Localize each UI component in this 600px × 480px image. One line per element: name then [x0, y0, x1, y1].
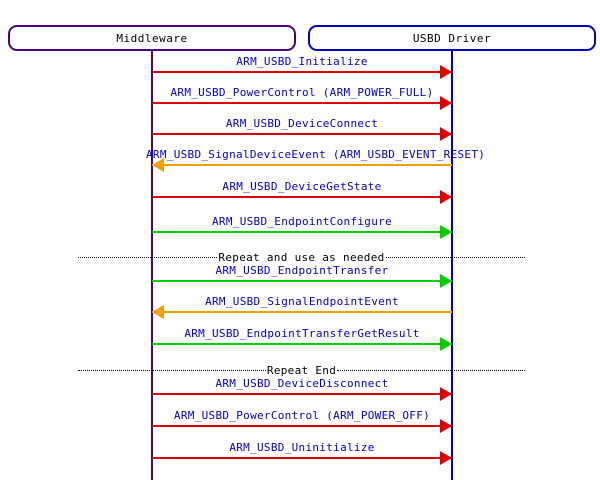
message-label: ARM_USBD_PowerControl (ARM_POWER_FULL)	[170, 86, 434, 99]
lifeline-usbd-driver	[451, 51, 453, 480]
message-label: ARM_USBD_DeviceDisconnect	[215, 377, 389, 390]
arrowhead-right-icon	[440, 451, 452, 465]
arrowhead-right-icon	[440, 225, 452, 239]
message-line	[152, 425, 452, 427]
message-label: ARM_USBD_PowerControl (ARM_POWER_OFF)	[173, 409, 431, 422]
arrowhead-right-icon	[440, 65, 452, 79]
message-label: ARM_USBD_DeviceGetState	[222, 180, 382, 193]
arrowhead-left-icon	[152, 305, 164, 319]
separator-line-left	[78, 369, 266, 371]
participant-middleware-label: Middleware	[116, 31, 188, 45]
message-line	[152, 457, 452, 459]
arrowhead-right-icon	[440, 190, 452, 204]
message-arrow[interactable]: ARM_USBD_DeviceConnect	[152, 117, 452, 141]
arrowhead-right-icon	[440, 419, 452, 433]
message-arrow[interactable]: ARM_USBD_Initialize	[152, 55, 452, 79]
separator-label: Repeat and use as needed	[217, 250, 386, 264]
message-label: ARM_USBD_EndpointTransferGetResult	[184, 327, 420, 340]
arrowhead-right-icon	[440, 387, 452, 401]
separator-repeat-end: Repeat End	[78, 363, 526, 377]
message-arrow[interactable]: ARM_USBD_PowerControl (ARM_POWER_FULL)	[152, 86, 452, 110]
message-arrow[interactable]: ARM_USBD_SignalEndpointEvent	[152, 295, 452, 319]
message-line	[152, 196, 452, 198]
message-arrow[interactable]: ARM_USBD_EndpointTransferGetResult	[152, 327, 452, 351]
message-line	[152, 343, 452, 345]
message-label: ARM_USBD_SignalDeviceEvent (ARM_USBD_EVE…	[146, 148, 486, 161]
arrowhead-right-icon	[440, 127, 452, 141]
arrowhead-right-icon	[440, 337, 452, 351]
message-label: ARM_USBD_DeviceConnect	[225, 117, 379, 130]
message-line	[152, 280, 452, 282]
separator-repeat-begin: Repeat and use as needed	[78, 250, 525, 264]
separator-line-right	[385, 256, 525, 258]
message-label: ARM_USBD_SignalEndpointEvent	[205, 295, 399, 308]
participant-usbd-driver-label: USBD Driver	[412, 31, 492, 45]
separator-line-right	[337, 369, 526, 371]
separator-line-left	[78, 256, 218, 258]
message-arrow[interactable]: ARM_USBD_EndpointTransfer	[152, 264, 452, 288]
message-arrow[interactable]: ARM_USBD_SignalDeviceEvent (ARM_USBD_EVE…	[146, 148, 485, 172]
participant-usbd-driver[interactable]: USBD Driver	[308, 25, 596, 51]
message-label: ARM_USBD_EndpointTransfer	[215, 264, 389, 277]
message-line	[152, 393, 452, 395]
lifeline-middleware	[151, 51, 153, 480]
message-line	[152, 133, 452, 135]
message-line	[152, 311, 452, 313]
separator-label: Repeat End	[265, 363, 338, 377]
message-line	[152, 231, 452, 233]
message-line	[152, 102, 452, 104]
arrowhead-right-icon	[440, 96, 452, 110]
message-label: ARM_USBD_Initialize	[236, 55, 368, 68]
arrowhead-left-icon	[152, 158, 164, 172]
message-arrow[interactable]: ARM_USBD_PowerControl (ARM_POWER_OFF)	[152, 409, 452, 433]
message-label: ARM_USBD_EndpointConfigure	[212, 215, 392, 228]
participant-middleware[interactable]: Middleware	[8, 25, 296, 51]
message-arrow[interactable]: ARM_USBD_DeviceDisconnect	[152, 377, 452, 401]
message-label: ARM_USBD_Uninitialize	[229, 441, 375, 454]
message-line	[152, 71, 452, 73]
message-arrow[interactable]: ARM_USBD_EndpointConfigure	[152, 215, 452, 239]
message-arrow[interactable]: ARM_USBD_Uninitialize	[152, 441, 452, 465]
message-line	[152, 164, 452, 166]
message-arrow[interactable]: ARM_USBD_DeviceGetState	[152, 180, 452, 204]
arrowhead-right-icon	[440, 274, 452, 288]
